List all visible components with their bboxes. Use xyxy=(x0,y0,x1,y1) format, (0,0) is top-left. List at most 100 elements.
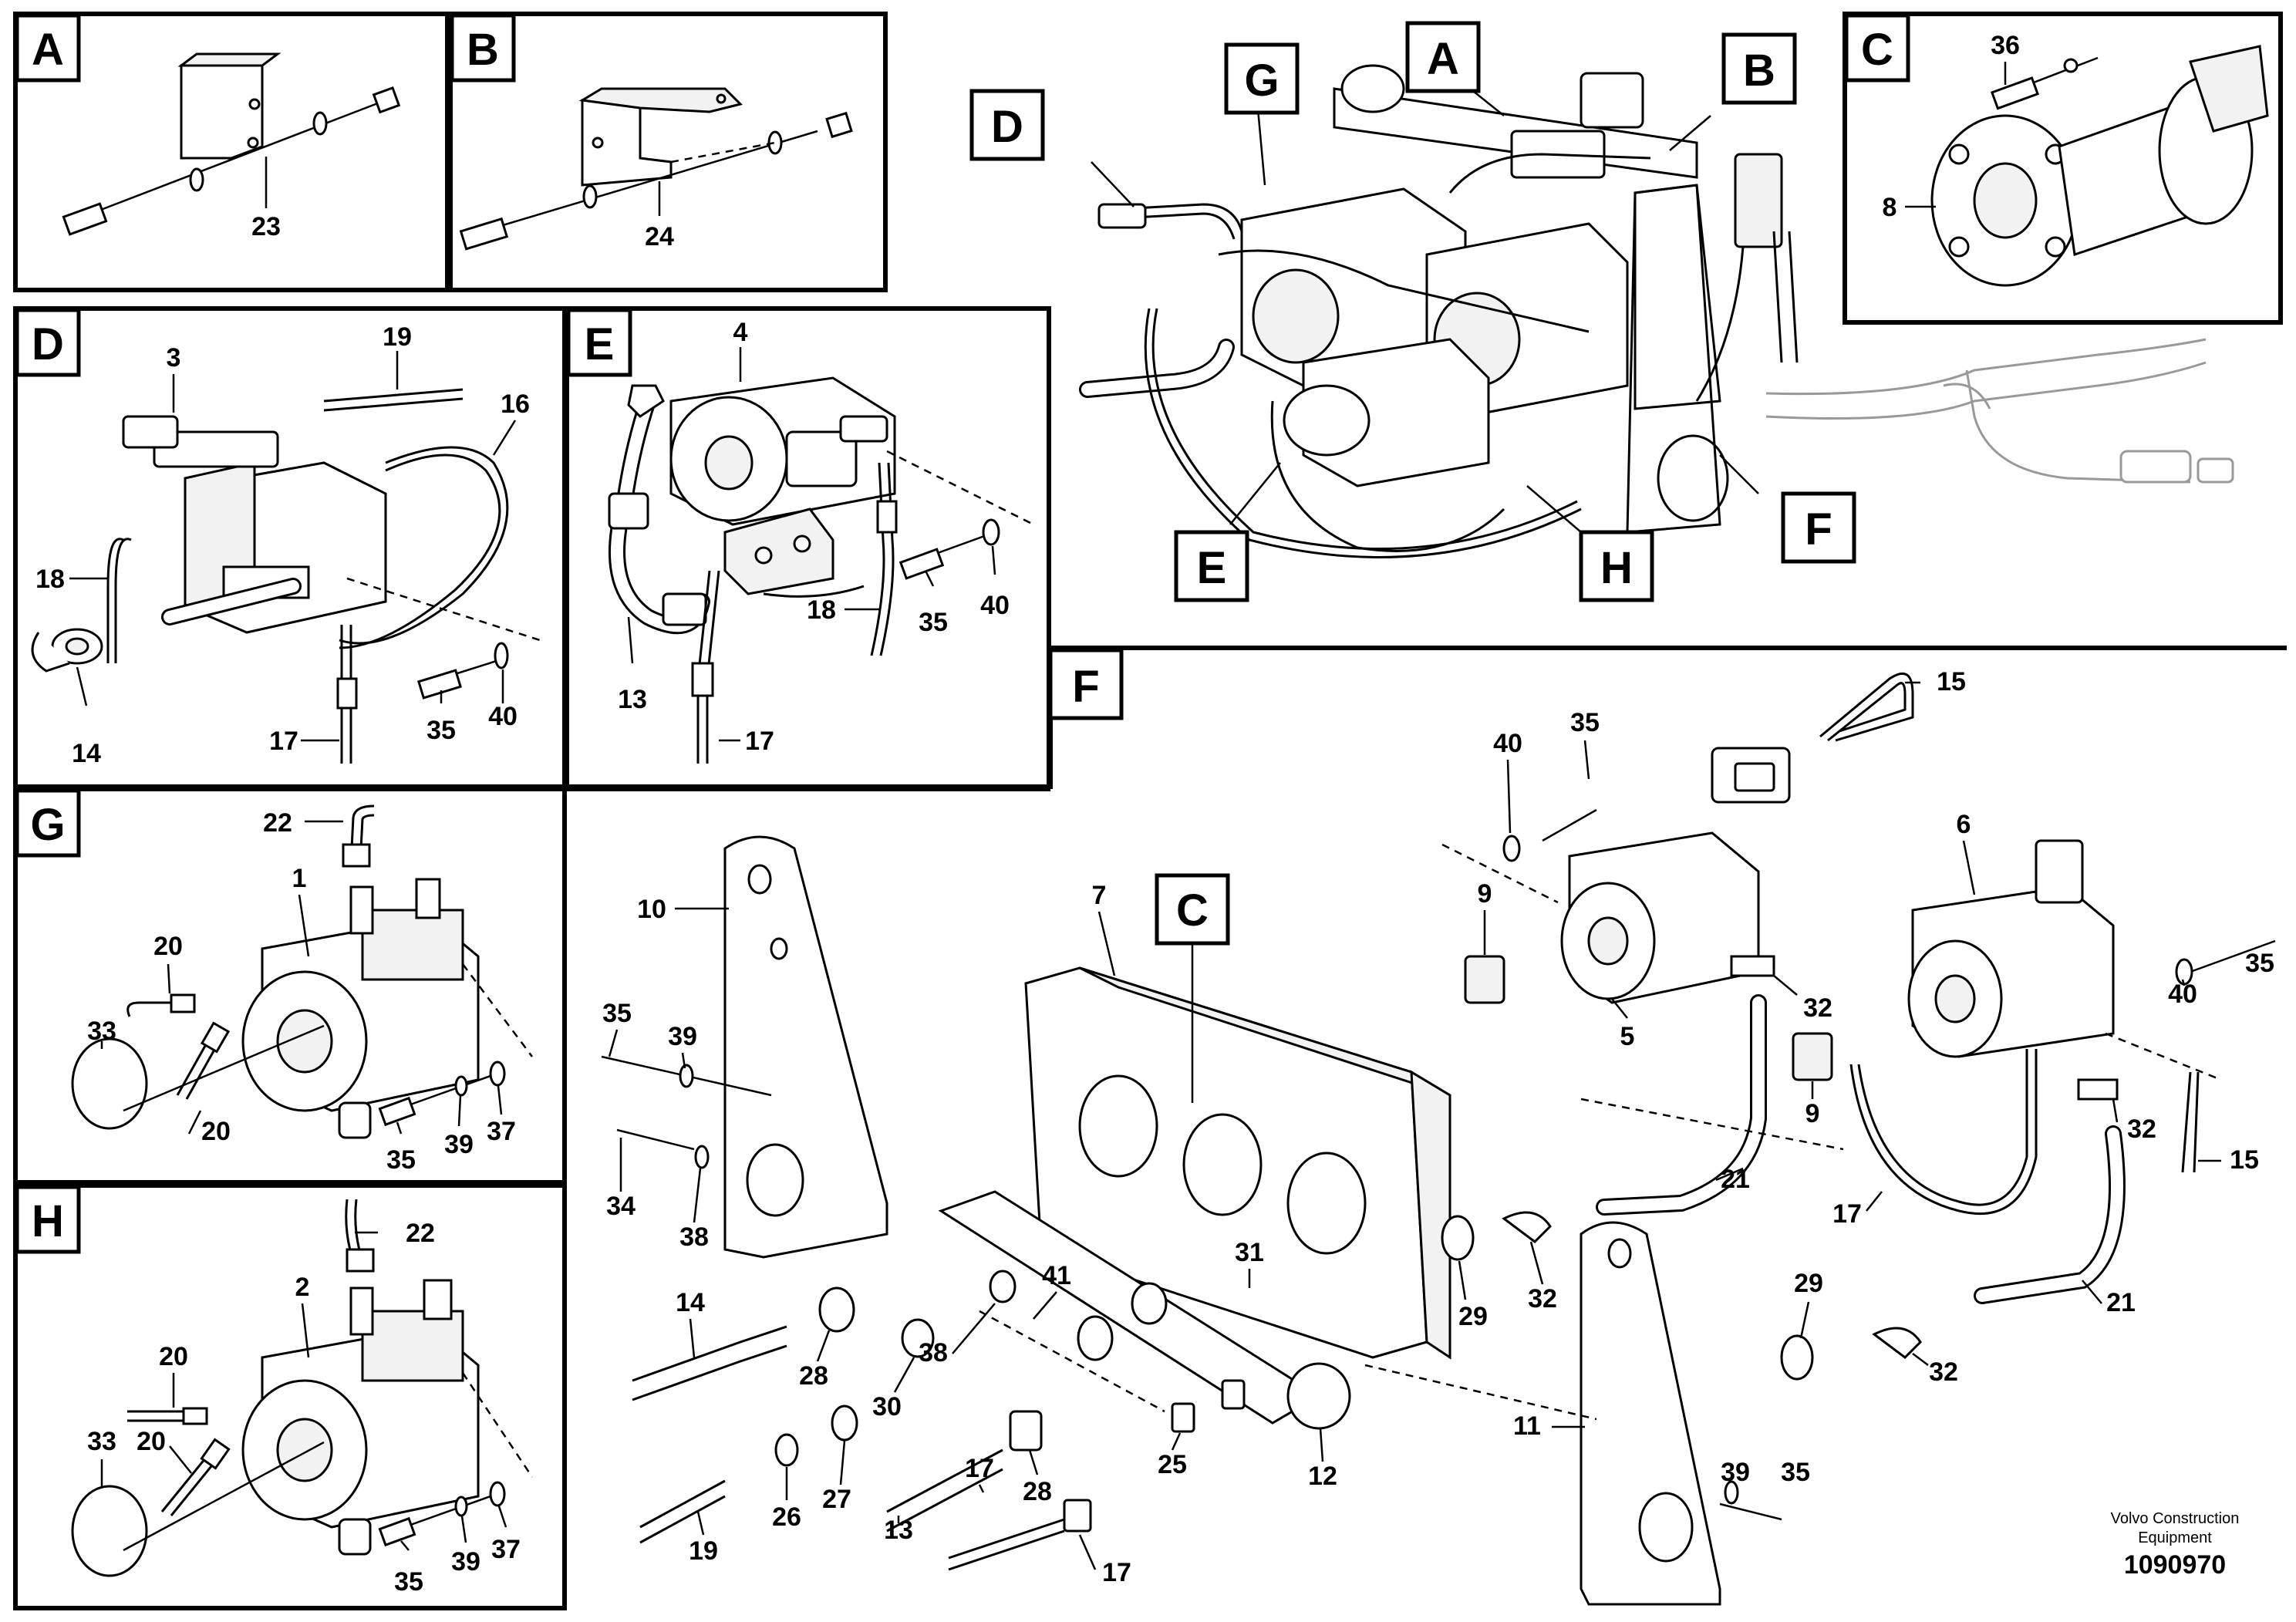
callout-f-41: 41 xyxy=(1042,1261,1071,1290)
panel-h-letter: H xyxy=(32,1196,64,1246)
callout-3: 3 xyxy=(167,343,181,373)
callout-f-21-right: 21 xyxy=(2106,1288,2136,1317)
callout-33-h: 33 xyxy=(87,1427,116,1456)
callout-14: 14 xyxy=(72,739,101,768)
callout-f-38-mid: 38 xyxy=(919,1338,948,1367)
panel-g: G 22 1 20 33 20 xyxy=(13,787,567,1185)
callout-f-32-mid: 32 xyxy=(1528,1284,1557,1313)
callout-f-17-right: 17 xyxy=(1832,1199,1862,1229)
callout-f-32-top: 32 xyxy=(1803,993,1832,1023)
overview-label-e: E xyxy=(1197,543,1227,593)
callout-f-17-bottom: 17 xyxy=(1102,1558,1131,1587)
company-line1: Volvo Construction xyxy=(2111,1510,2240,1527)
callout-f-32-bottom: 32 xyxy=(1929,1357,1958,1387)
overview-label-a: A xyxy=(1427,34,1459,84)
callout-f-34: 34 xyxy=(606,1192,636,1221)
callout-f-35-bottom: 35 xyxy=(1781,1458,1810,1487)
callout-22-h: 22 xyxy=(406,1219,435,1248)
panel-e-letter: E xyxy=(585,319,615,369)
callout-f-31: 31 xyxy=(1235,1238,1264,1267)
callout-f-11: 11 xyxy=(1513,1411,1541,1441)
callout-f-35-right: 35 xyxy=(2245,949,2274,978)
callout-1: 1 xyxy=(292,864,307,893)
callout-35-g: 35 xyxy=(386,1145,416,1175)
overview-assembly: D G A B E H F xyxy=(969,21,2234,602)
panel-f-letter: F xyxy=(1072,662,1099,712)
callout-f-5: 5 xyxy=(1620,1022,1635,1051)
callout-f-38-left: 38 xyxy=(679,1222,709,1252)
callout-19: 19 xyxy=(383,322,412,352)
panel-e: E 4 13 18 35 xyxy=(565,306,1051,789)
callout-f-29-right: 29 xyxy=(1794,1269,1823,1298)
callout-f-7: 7 xyxy=(1092,881,1107,910)
panel-c-letter: C xyxy=(1861,25,1893,75)
overview-label-g: G xyxy=(1244,56,1279,106)
callout-f-40-top: 40 xyxy=(1493,729,1522,758)
callout-f-27: 27 xyxy=(822,1485,851,1514)
callout-f-40-right: 40 xyxy=(2168,980,2197,1009)
callout-39-g: 39 xyxy=(444,1130,474,1159)
callout-13: 13 xyxy=(618,685,647,714)
panel-a: A 23 xyxy=(13,12,450,292)
callout-f-15-top: 15 xyxy=(1937,667,1966,696)
callout-17: 17 xyxy=(269,727,298,756)
callout-35-e: 35 xyxy=(919,608,948,637)
callout-f-15-right: 15 xyxy=(2230,1145,2259,1175)
callout-2: 2 xyxy=(295,1273,310,1302)
overview-label-f: F xyxy=(1805,504,1832,555)
panel-h: H 22 2 20 20 33 35 xyxy=(13,1183,567,1610)
callout-f-17-mid: 17 xyxy=(965,1454,994,1483)
panel-b-letter: B xyxy=(467,25,499,75)
callout-f-6: 6 xyxy=(1957,810,1971,839)
callout-f-25: 25 xyxy=(1158,1450,1187,1479)
panel-d: D 3 19 16 18 14 xyxy=(13,306,567,789)
callout-20-h-top: 20 xyxy=(159,1342,188,1371)
callout-39-h: 39 xyxy=(451,1547,480,1576)
callout-4: 4 xyxy=(733,318,748,347)
panel-a-letter: A xyxy=(32,25,64,75)
callout-f-35-top: 35 xyxy=(1570,708,1600,737)
panel-c: C 36 8 xyxy=(1843,12,2283,325)
callout-f-35-left: 35 xyxy=(602,999,632,1028)
panel-f-callouts: 15 40 35 6 9 5 32 35 40 32 15 10 7 35 39… xyxy=(602,667,2274,1587)
callout-23: 23 xyxy=(251,212,281,241)
callout-36: 36 xyxy=(1991,31,2020,60)
callout-18: 18 xyxy=(35,565,65,594)
panel-f: F xyxy=(567,648,2276,1606)
callout-f-26: 26 xyxy=(772,1502,801,1532)
callout-22: 22 xyxy=(263,808,292,838)
callout-40-e: 40 xyxy=(980,591,1010,620)
callout-f-9-mid: 9 xyxy=(1805,1099,1820,1128)
callout-37-h: 37 xyxy=(491,1535,521,1564)
callout-f-10: 10 xyxy=(637,895,666,924)
callout-20-g-bottom: 20 xyxy=(201,1117,231,1146)
callout-f-28-left: 28 xyxy=(799,1361,828,1391)
callout-20-g-top: 20 xyxy=(153,932,183,961)
panel-f-label-c: C xyxy=(1176,885,1209,936)
callout-f-12: 12 xyxy=(1308,1462,1337,1491)
callout-18-e: 18 xyxy=(807,595,836,625)
drawing-number: 1090970 xyxy=(2124,1550,2226,1580)
callout-f-39-bottom: 39 xyxy=(1721,1458,1750,1487)
callout-16: 16 xyxy=(501,389,530,419)
callout-8: 8 xyxy=(1883,193,1897,222)
callout-f-21-mid: 21 xyxy=(1721,1165,1750,1194)
panel-g-letter: G xyxy=(30,800,65,850)
callout-f-32-right: 32 xyxy=(2127,1114,2156,1144)
callout-40: 40 xyxy=(488,702,518,731)
panel-d-letter: D xyxy=(32,319,64,369)
callout-f-29-mid: 29 xyxy=(1458,1302,1488,1331)
callout-20-h-mid: 20 xyxy=(137,1427,166,1456)
callout-37-g: 37 xyxy=(487,1117,516,1146)
callout-33: 33 xyxy=(87,1017,116,1046)
callout-35: 35 xyxy=(426,716,456,745)
callout-f-14: 14 xyxy=(676,1288,705,1317)
overview-label-d: D xyxy=(991,102,1023,152)
callout-f-39-left: 39 xyxy=(668,1022,697,1051)
overview-label-h: H xyxy=(1600,543,1633,593)
callout-f-9-top: 9 xyxy=(1478,879,1492,909)
callout-17-e: 17 xyxy=(745,727,774,756)
callout-f-28-mid: 28 xyxy=(1023,1477,1052,1506)
callout-f-19: 19 xyxy=(689,1536,718,1566)
